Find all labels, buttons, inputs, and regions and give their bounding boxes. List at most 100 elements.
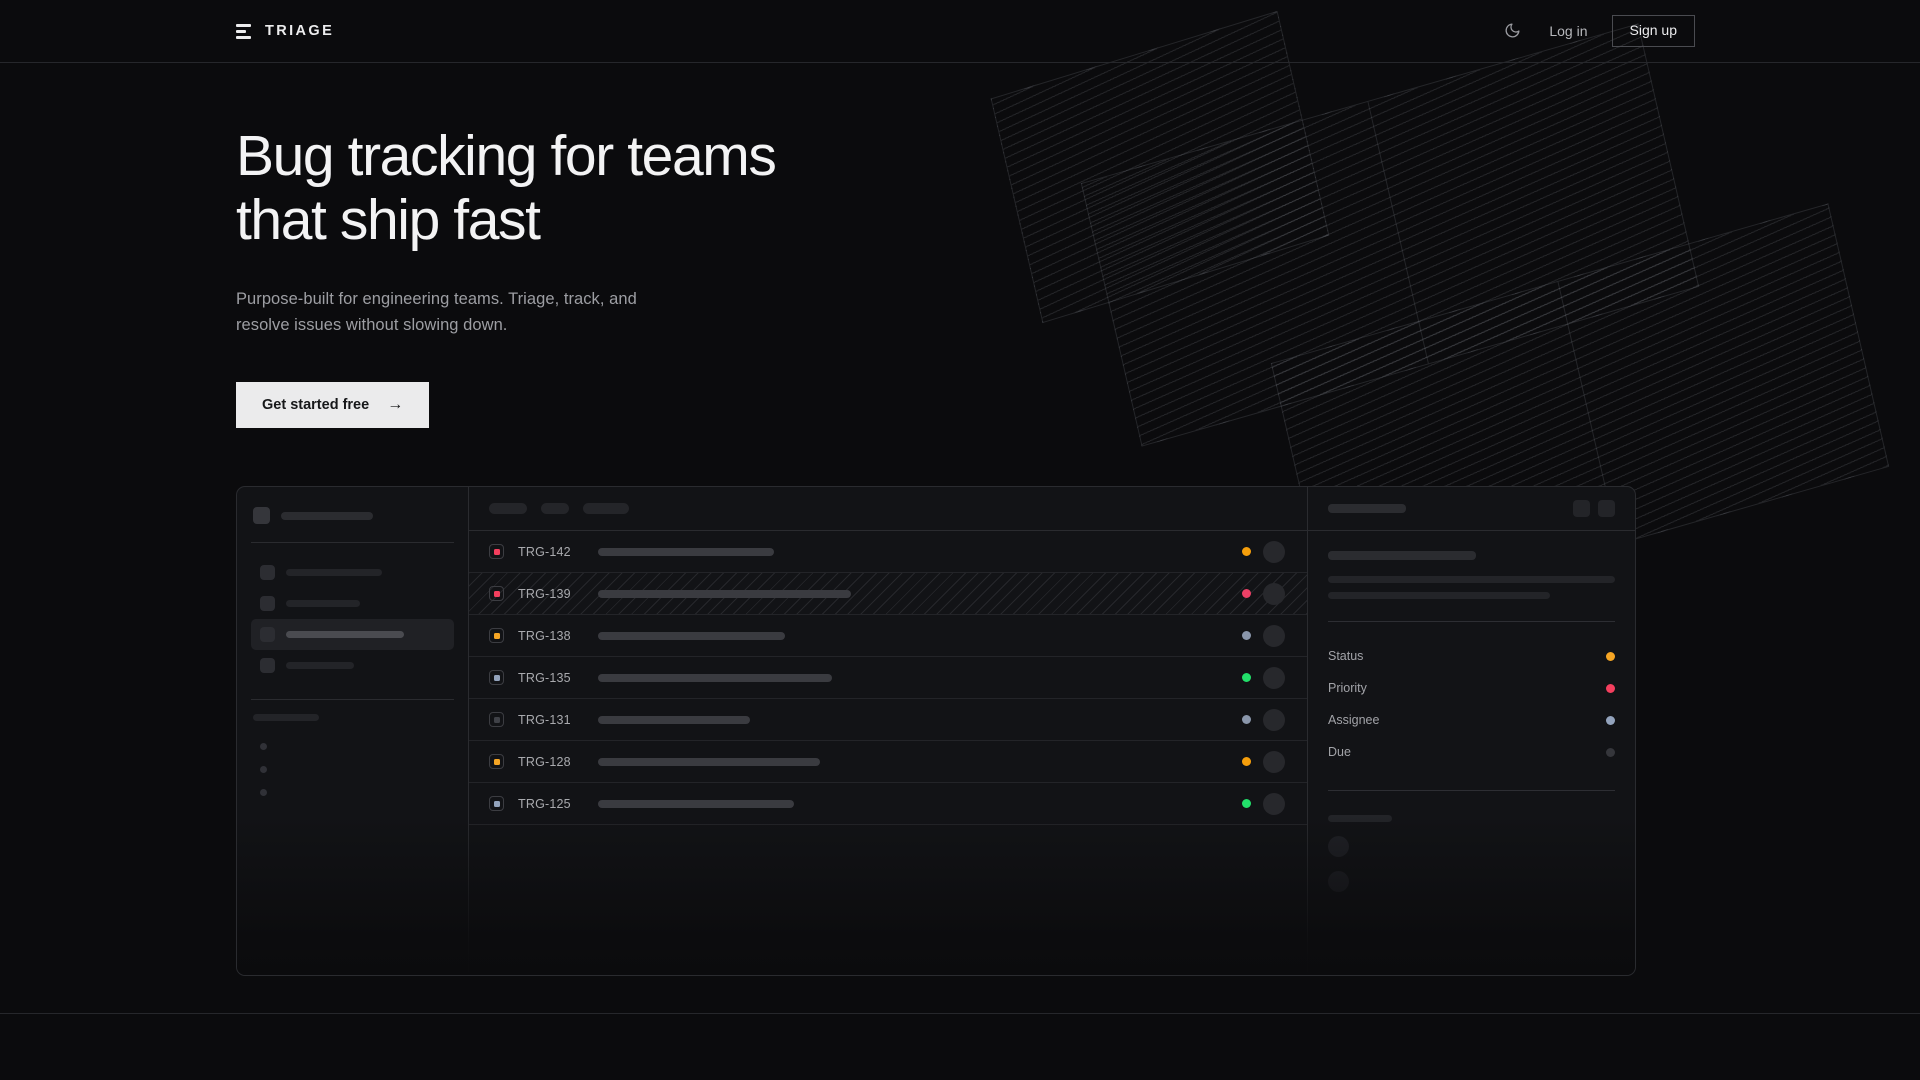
status-badge [1242,631,1251,641]
issue-id: TRG-135 [518,670,571,685]
detail-description-placeholder [1328,576,1615,600]
sidebar-divider-2 [251,699,454,701]
issue-id: TRG-128 [518,754,571,769]
detail-activity [1328,809,1615,893]
cta-label: Get started free [262,397,370,414]
row-meta [1242,708,1285,731]
login-link[interactable]: Log in [1549,22,1588,39]
detail-meta-due[interactable]: Due [1328,736,1615,768]
nav-item-icon [260,565,275,581]
status-badge [1242,589,1251,599]
mini-item-dot [260,743,267,751]
mini-item-dot [260,789,267,797]
priority-badge [489,796,504,812]
detail-header-actions [1573,500,1615,518]
avatar [1263,582,1285,605]
meta-label: Status [1328,649,1364,664]
arrow-right-icon: → [387,396,404,414]
sidebar-mini-item-2[interactable] [251,781,454,804]
avatar [1263,792,1285,815]
table-row[interactable]: TRG-131 [469,699,1307,742]
status-badge [1242,757,1251,767]
issue-title-placeholder [598,757,820,766]
issue-title-placeholder [598,715,750,724]
nav-item-icon [260,658,275,674]
issue-id: TRG-125 [518,796,571,811]
subtitle-line-2: resolve issues without slowing down. [236,316,508,335]
hero-subtitle: Purpose-built for engineering teams. Tri… [236,286,706,339]
sidebar-mini-items [251,735,454,804]
status-badge [1242,799,1251,809]
row-meta [1242,792,1285,815]
app-sidebar [237,487,469,976]
avatar [1263,708,1285,731]
table-row[interactable]: TRG-142 [469,531,1307,574]
heading-line-1: Bug tracking for teams [236,124,777,188]
row-meta [1242,582,1285,605]
brand-name: TRIAGE [265,23,335,39]
status-badge [1242,673,1251,683]
sidebar-nav-item-1[interactable] [251,588,454,619]
meta-label: Due [1328,745,1351,760]
detail-divider-2 [1328,790,1615,792]
signup-button[interactable]: Sign up [1611,15,1695,47]
row-meta [1242,750,1285,773]
detail-action-button-1[interactable] [1598,500,1615,518]
detail-meta-status[interactable]: Status [1328,640,1615,672]
priority-badge [489,628,504,644]
brand-logo[interactable]: TRIAGE [236,23,334,39]
page-title: Bug tracking for teams that ship fast [236,124,876,253]
issue-id: TRG-138 [518,628,571,643]
detail-divider [1328,621,1615,623]
issue-id: TRG-142 [518,544,571,559]
avatar [1263,624,1285,647]
subtitle-line-1: Purpose-built for engineering teams. Tri… [236,289,637,308]
sidebar-nav-item-3[interactable] [251,650,454,681]
priority-badge [489,544,504,560]
nav-item-label-placeholder [286,569,382,577]
detail-action-button-0[interactable] [1573,500,1590,518]
detail-meta-priority[interactable]: Priority [1328,672,1615,704]
activity-label-placeholder [1328,815,1392,823]
get-started-button[interactable]: Get started free → [236,382,430,429]
sidebar-mini-item-1[interactable] [251,758,454,781]
avatar [1263,666,1285,689]
toolbar-filter-0[interactable] [489,503,527,515]
meta-value-dot [1606,715,1615,725]
nav-item-label-placeholder [286,631,404,639]
meta-label: Assignee [1328,713,1380,728]
priority-badge [489,670,504,686]
detail-desc-line-1 [1328,592,1550,600]
detail-meta-assignee[interactable]: Assignee [1328,704,1615,736]
detail-title-placeholder [1328,551,1476,561]
toolbar-filter-1[interactable] [541,503,569,515]
table-row[interactable]: TRG-135 [469,657,1307,700]
table-row[interactable]: TRG-138 [469,615,1307,658]
table-row[interactable]: TRG-139 [469,573,1307,616]
sidebar-nav-item-0[interactable] [251,557,454,588]
table-row[interactable]: TRG-125 [469,783,1307,826]
triage-bars-icon [236,23,251,39]
priority-badge [489,712,504,728]
sidebar-mini-item-0[interactable] [251,735,454,758]
meta-label: Priority [1328,681,1367,696]
moon-icon[interactable] [1499,18,1525,44]
sidebar-nav-item-2[interactable] [251,619,454,651]
activity-items [1328,836,1615,893]
workspace-switcher[interactable] [251,503,454,525]
issue-title-placeholder [598,547,774,556]
activity-avatar-1 [1328,871,1349,893]
sidebar-divider-1 [251,542,454,544]
avatar [1263,750,1285,773]
header-actions: Log in Sign up [1499,15,1695,47]
meta-value-dot [1606,651,1615,661]
priority-badge [489,586,504,602]
toolbar-filter-2[interactable] [583,503,629,515]
detail-header [1308,487,1635,532]
table-row[interactable]: TRG-128 [469,741,1307,784]
